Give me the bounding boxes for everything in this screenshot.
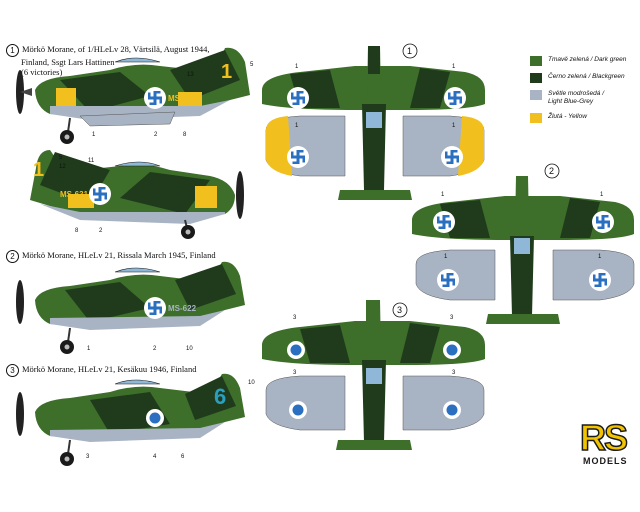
- legend-swatch: [530, 113, 542, 123]
- legend-swatch: [530, 73, 542, 83]
- caption-1-line-1: Mörkö Morane, of 1/HLeLv 28, Värtsilä, A…: [22, 44, 210, 54]
- callout-11: 11: [88, 158, 95, 164]
- caption-2-number: 2: [6, 250, 19, 263]
- callout-tv1-b: 1: [452, 64, 456, 70]
- side-view-3: 6: [16, 373, 245, 466]
- callout-5: 5: [250, 62, 254, 68]
- callout-tv1-a: 1: [295, 64, 299, 70]
- callout-2: 2: [154, 132, 158, 138]
- caption-3-number: 3: [6, 364, 19, 377]
- callout-tv3-b: 3: [450, 315, 454, 321]
- callout-2c: 2: [153, 346, 157, 352]
- caption-1-line-2: Finland, Ssgt Lars Hattinen: [21, 57, 115, 67]
- logo-sub: MODELS: [583, 456, 628, 466]
- top-view-3-number: 3: [397, 305, 402, 315]
- callout-tv1-d: 1: [452, 123, 456, 129]
- callout-2b: 2: [99, 228, 103, 234]
- tail-number-1: 1: [221, 61, 232, 83]
- callout-tv3-d: 3: [452, 370, 456, 376]
- callout-12: 12: [59, 164, 66, 170]
- callout-8: 8: [183, 132, 187, 138]
- top-view-1-number: 1: [407, 46, 412, 56]
- callout-1c: 1: [87, 346, 91, 352]
- legend-item-dark-green: Tmavě zelená / Dark green: [530, 56, 638, 66]
- side-view-1b: MS-631 1: [30, 150, 244, 239]
- swastika-insignia: [144, 87, 166, 109]
- tail-number-3: 6: [214, 384, 226, 409]
- callout-tv2-b: 1: [600, 192, 604, 198]
- callout-5b: 5: [59, 155, 63, 161]
- caption-3-line-1: Mörkö Morane, HLeLv 21, Kesäkuu 1946, Fi…: [22, 364, 197, 374]
- aircraft-code-1b: MS-631: [60, 190, 89, 199]
- callout-9: 10: [186, 346, 193, 352]
- callout-tv1-c: 1: [295, 123, 299, 129]
- aircraft-code-2: MS-622: [168, 304, 197, 313]
- callout-tv2-c: 1: [444, 254, 448, 260]
- legend-item-blackgreen: Černo zelená / Blackgreen: [530, 73, 638, 83]
- callout-tv2-a: 1: [441, 192, 445, 198]
- callout-4: 4: [153, 454, 157, 460]
- callout-13: 13: [187, 72, 194, 78]
- callout-8b: 8: [75, 228, 79, 234]
- caption-1-line-3: (6 victories): [21, 67, 63, 77]
- logo-main: RS: [579, 417, 629, 458]
- side-view-1: MS-631 1: [16, 47, 250, 144]
- legend-swatch: [530, 90, 542, 100]
- color-legend: Tmavě zelená / Dark green Černo zelená /…: [530, 56, 638, 130]
- callouts: 5 13 1 2 8 5 12 11 8 2 1 2 10 10 3 4 6 1…: [59, 62, 604, 460]
- aircraft-code-1: MS-631: [168, 94, 197, 103]
- legend-item-yellow: Žlutá - Yellow: [530, 113, 638, 123]
- top-view-1: 1: [262, 43, 485, 200]
- legend-item-light-blue-grey: Světle modrošedá /Light Blue-Grey: [530, 90, 638, 106]
- top-view-2-number: 2: [549, 166, 554, 176]
- tail-number-1b: 1: [33, 159, 44, 181]
- callout-tv2-d: 1: [598, 254, 602, 260]
- callout-10: 10: [248, 380, 255, 386]
- top-view-2: 2: [412, 163, 635, 324]
- callout-tv3-a: 3: [293, 315, 297, 321]
- callout-6: 6: [181, 454, 185, 460]
- callout-tv3-c: 3: [293, 370, 297, 376]
- callout-3: 3: [86, 454, 90, 460]
- caption-2-line-1: Mörkö Morane, HLeLv 21, Rissala March 19…: [22, 250, 216, 260]
- top-view-3: 3: [262, 300, 485, 450]
- legend-swatch: [530, 56, 542, 66]
- callout-1: 1: [92, 132, 96, 138]
- side-view-2: MS-622: [16, 261, 245, 354]
- rs-models-logo: RS MODELS: [579, 417, 632, 466]
